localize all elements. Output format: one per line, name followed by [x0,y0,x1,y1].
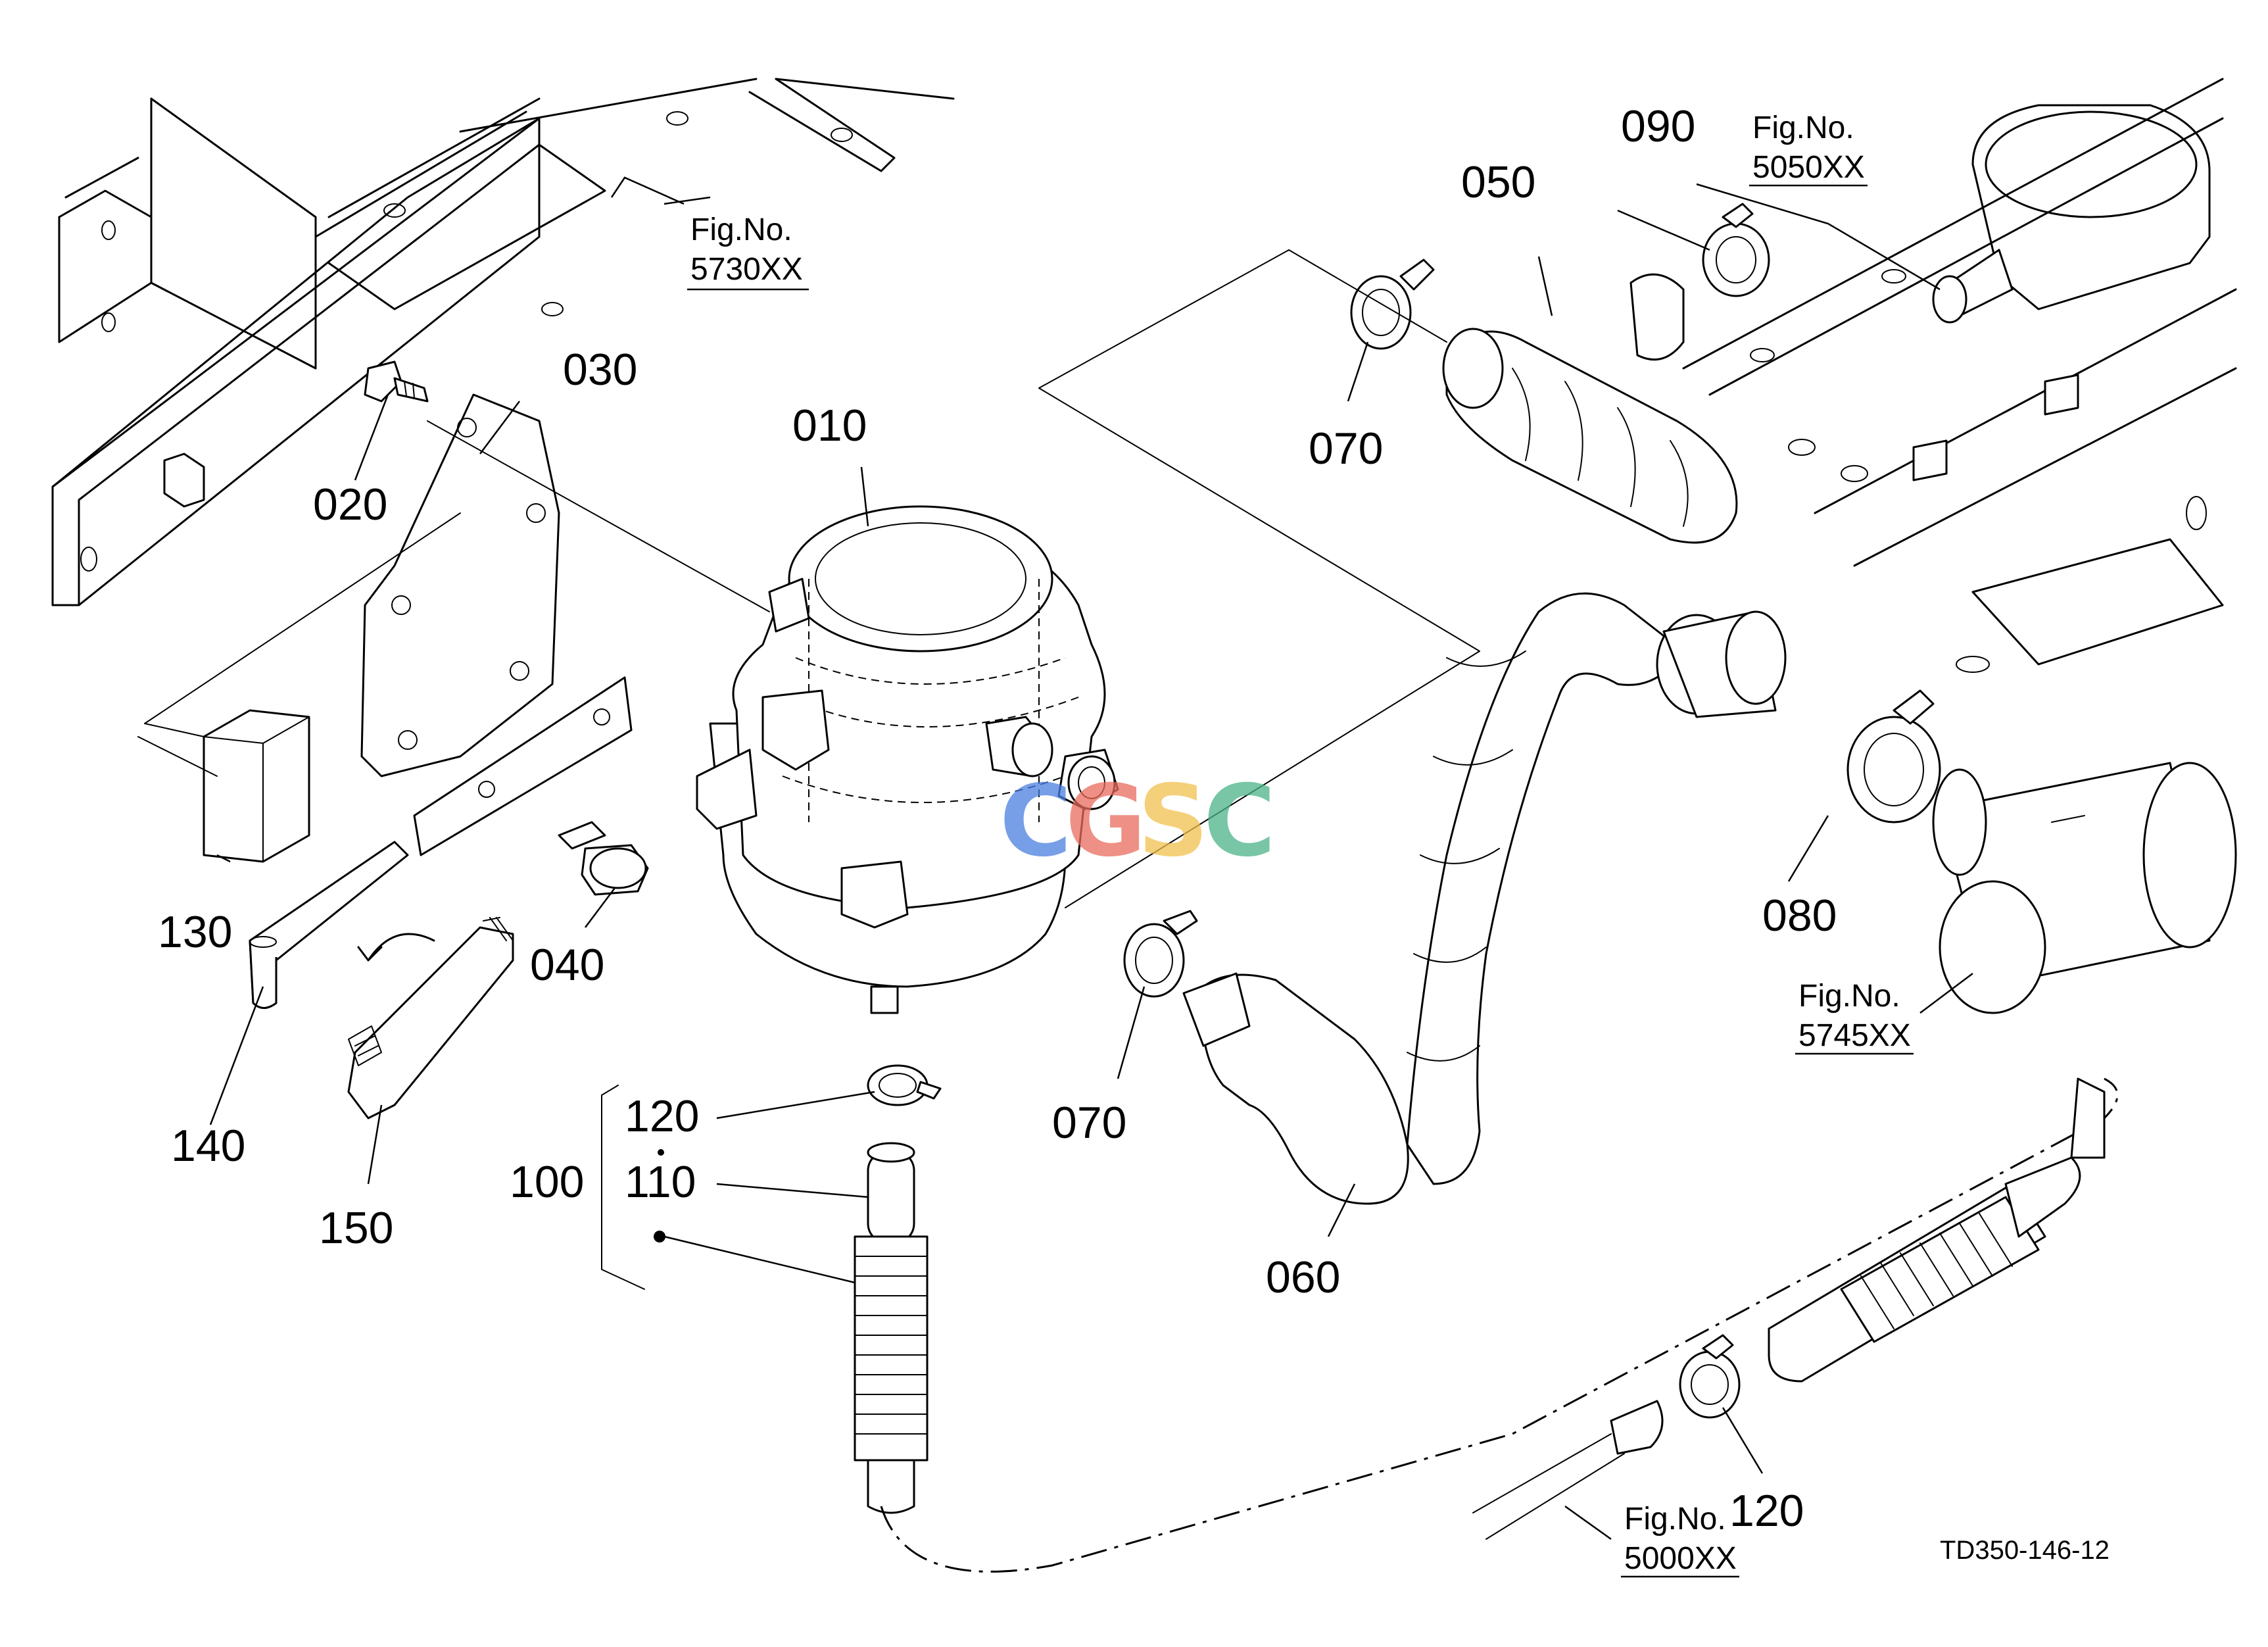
label-070-upper: 070 [1309,424,1383,474]
label-020: 020 [313,479,387,529]
fitting-150 [347,917,514,1119]
label-010: 010 [792,401,867,451]
watermark-letter-2: G [1065,764,1146,879]
svg-text:Fig.No.: Fig.No. [1798,979,1900,1014]
fig-ref-5000xx: Fig.No. 5000XX [1621,1502,1739,1578]
svg-text:Fig.No.: Fig.No. [690,212,792,247]
label-030: 030 [563,345,637,395]
label-040: 040 [530,940,604,990]
fig-ref-5050xx: Fig.No. 5050XX [1749,111,1868,187]
frame-bracket [51,78,955,606]
clamp-120-upper [867,1064,942,1106]
clamp-090 [1702,203,1770,297]
watermark-letter-4: C [1203,764,1276,879]
clamp-070-lower [1123,910,1198,998]
engine-right [1682,78,2237,673]
svg-text:Fig.No.: Fig.No. [1752,111,1854,145]
block-130 [137,709,310,863]
label-060: 060 [1266,1252,1340,1302]
label-100: 100 [510,1157,584,1207]
label-090: 090 [1621,101,1695,151]
watermark-letter-1: C [1000,764,1072,879]
bolt-020 [364,360,429,403]
bolt-040 [558,821,649,896]
clamp-070-upper [1350,258,1435,350]
fig-ref-5730xx: Fig.No. 5730XX [687,212,809,291]
flat-strap [413,676,633,856]
label-110: 110 [625,1157,696,1207]
label-080: 080 [1762,891,1837,941]
label-070-lower: 070 [1052,1098,1126,1148]
part-labels: 010 020 030 040 050 060 070 070 080 090 … [158,101,1837,1536]
leader-lines [209,176,1973,1540]
svg-text:5730XX: 5730XX [690,252,803,287]
hose-050 [1442,273,1738,544]
label-130: 130 [158,907,232,957]
svg-text:5745XX: 5745XX [1798,1018,1911,1053]
assembly-lines [144,249,1480,908]
svg-text:5000XX: 5000XX [1624,1541,1737,1576]
figure-references: Fig.No. 5730XX Fig.No. 5050XX Fig.No. 57… [687,111,1914,1578]
label-120-upper: 120 [625,1091,699,1141]
clamp-120-lower [1679,1334,1741,1419]
watermark-letter-3: S [1138,764,1209,879]
air-cleaner-010 [696,505,1119,1014]
pipe-lower-right [1472,1077,2106,1540]
drawing-code: TD350-146-12 [1940,1536,2110,1565]
fig-ref-5745xx: Fig.No. 5745XX [1795,979,1914,1055]
label-150: 150 [319,1203,393,1253]
mounting-plate-030 [360,393,560,777]
label-140: 140 [171,1121,245,1171]
tube-5745 [1932,762,2237,1014]
label-120-lower: 120 [1729,1486,1804,1536]
svg-text:Fig.No.: Fig.No. [1624,1502,1726,1536]
svg-text:5050XX: 5050XX [1752,150,1865,185]
pipe-140 [249,841,409,1009]
label-050: 050 [1461,157,1535,207]
clamp-080 [1846,689,1941,823]
watermark-logo: C G S C [1000,764,1276,879]
hose-060 [1182,592,1787,1205]
